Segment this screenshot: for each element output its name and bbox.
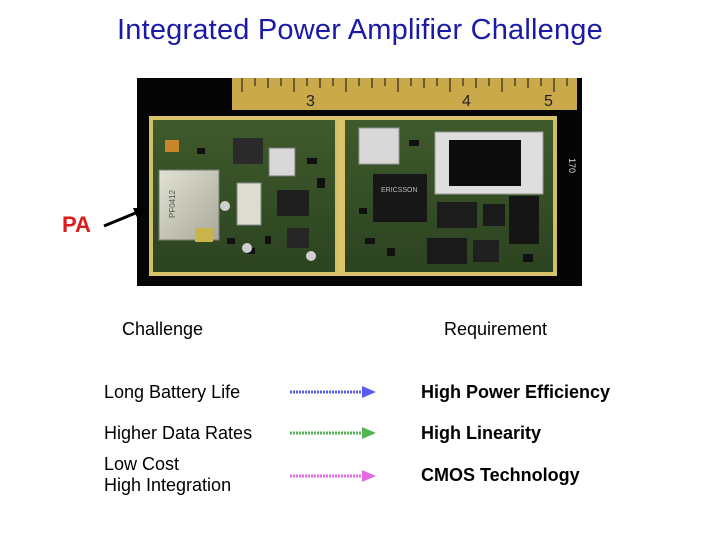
arrow-head <box>362 470 376 482</box>
challenge-header: Challenge <box>122 319 204 339</box>
circuit-board-photo: 3 4 5 170 PF0412 ERICSSON <box>137 78 582 286</box>
svg-text:PF0412: PF0412 <box>168 189 177 218</box>
requirement-item: High Power Efficiency <box>421 382 611 402</box>
requirement-item: High Linearity <box>421 423 542 443</box>
mapping-arrow <box>290 427 376 439</box>
arrow-head <box>362 427 376 439</box>
ruler <box>232 78 577 110</box>
pa-label: PA <box>62 212 91 237</box>
ericsson-chip <box>373 174 427 222</box>
mapping-arrow <box>290 470 376 482</box>
ruler-number-5: 5 <box>544 93 553 110</box>
ruler-number-3: 3 <box>306 93 315 110</box>
slide-title: Integrated Power Amplifier Challenge <box>117 14 603 46</box>
challenge-item: Long Battery Life <box>104 382 240 403</box>
challenge-line: High Integration <box>104 475 232 495</box>
challenge-item: Higher Data Rates <box>104 423 252 444</box>
ruler-number-4: 4 <box>462 93 471 110</box>
mapping-arrow <box>290 386 376 398</box>
challenge-line: Higher Data Rates <box>104 423 253 443</box>
pa-pointer-arrow <box>103 208 146 228</box>
requirement-item: CMOS Technology <box>421 465 580 485</box>
chip-text: ERICSSON <box>381 187 418 194</box>
challenge-item: Low Cost High Integration <box>104 454 231 496</box>
ruler-side-label: 170 <box>567 158 577 173</box>
arrow-head <box>362 386 376 398</box>
requirement-header: Requirement <box>444 319 548 339</box>
challenge-line: Low Cost <box>104 454 180 474</box>
challenge-line: Long Battery Life <box>104 382 241 402</box>
